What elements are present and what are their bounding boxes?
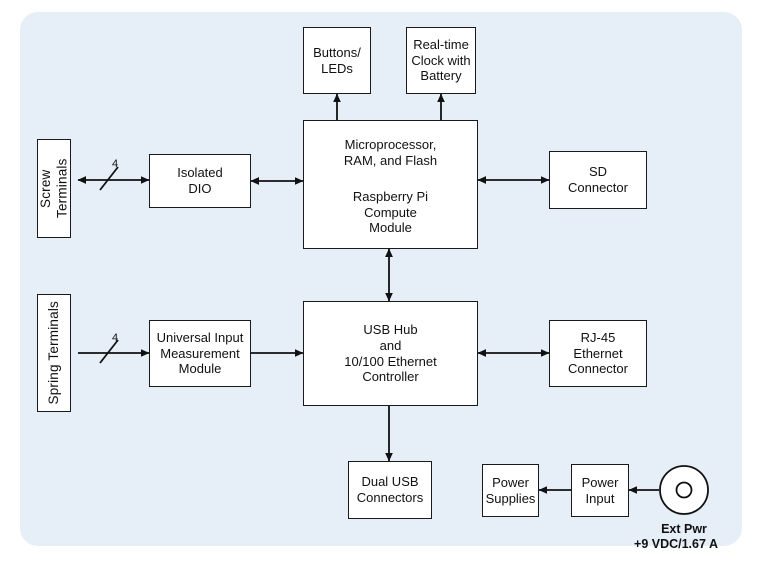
block-universal-input-measurement[interactable]: Universal Input Measurement Module: [149, 320, 251, 387]
block-buttons-leds[interactable]: Buttons/ LEDs: [303, 27, 371, 94]
block-microprocessor-label-secondary: Raspberry Pi Compute Module: [352, 188, 429, 236]
block-usb-hub-ethernet-label: USB Hub and 10/100 Ethernet Controller: [344, 321, 437, 385]
diagram-panel: [20, 12, 742, 546]
block-isolated-dio-label: Isolated DIO: [177, 165, 223, 196]
bus-width-label-spring: 4: [112, 332, 119, 344]
block-microprocessor-label-primary: Microprocessor, RAM, and Flash: [343, 137, 438, 168]
bus-width-label-screw: 4: [112, 158, 119, 170]
block-universal-input-measurement-label: Universal Input Measurement Module: [156, 329, 244, 377]
block-screw-terminals-label: Screw Terminals: [37, 158, 69, 219]
block-isolated-dio[interactable]: Isolated DIO: [149, 154, 251, 208]
block-dual-usb-connectors-label: Dual USB Connectors: [356, 474, 424, 505]
block-microprocessor-text: Microprocessor, RAM, and Flash Raspberry…: [340, 121, 441, 248]
block-buttons-leds-label: Buttons/ LEDs: [313, 44, 361, 76]
block-usb-hub-ethernet[interactable]: USB Hub and 10/100 Ethernet Controller: [303, 301, 478, 406]
block-realtime-clock[interactable]: Real-time Clock with Battery: [406, 27, 476, 94]
block-sd-connector[interactable]: SD Connector: [549, 151, 647, 209]
block-realtime-clock-label: Real-time Clock with Battery: [411, 36, 471, 84]
ext-power-caption-line2: +9 VDC/1.67 A: [634, 537, 718, 551]
block-microprocessor[interactable]: Microprocessor, RAM, and Flash Raspberry…: [303, 120, 478, 249]
block-rj45-ethernet-connector-label: RJ-45 Ethernet Connector: [568, 329, 628, 377]
ext-power-caption-line1: Ext Pwr: [661, 522, 707, 536]
block-power-input[interactable]: Power Input: [571, 464, 629, 517]
block-spring-terminals[interactable]: Spring Terminals: [37, 294, 71, 412]
block-power-supplies[interactable]: Power Supplies: [482, 464, 539, 517]
block-power-supplies-label: Power Supplies: [485, 474, 536, 506]
block-spring-terminals-label: Spring Terminals: [45, 301, 61, 405]
block-power-input-label: Power Input: [581, 474, 619, 506]
block-rj45-ethernet-connector[interactable]: RJ-45 Ethernet Connector: [549, 320, 647, 387]
block-sd-connector-label: SD Connector: [568, 164, 628, 195]
block-dual-usb-connectors[interactable]: Dual USB Connectors: [348, 461, 432, 519]
block-screw-terminals[interactable]: Screw Terminals: [37, 139, 71, 238]
